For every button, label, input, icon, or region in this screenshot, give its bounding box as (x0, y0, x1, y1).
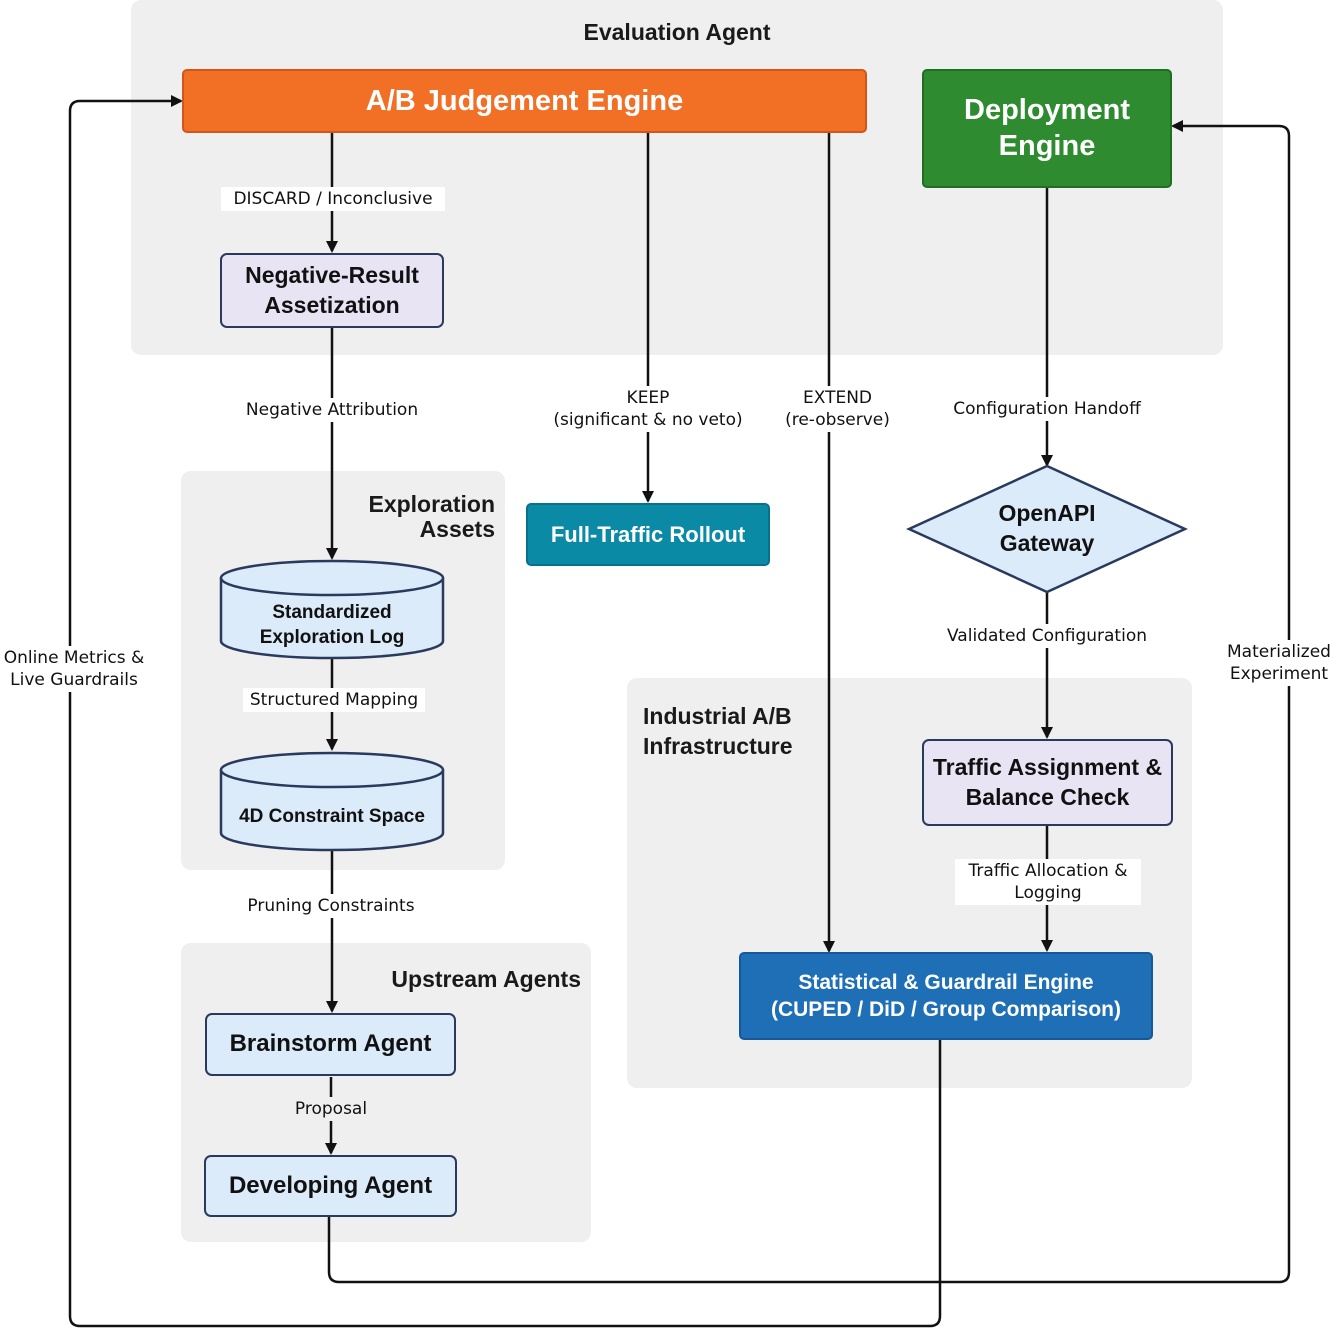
exploration-log-label: Standardized Exploration Log (259, 602, 405, 649)
cylinder-exploration-log (219, 559, 445, 660)
label-negative-attribution: Negative Attribution (236, 398, 428, 423)
group-title-exploration: Exploration Assets (368, 491, 495, 543)
negative-result-assetization[interactable]: Negative-Result Assetization (220, 253, 444, 328)
group-title-industrial: Industrial A/B Infrastructure (643, 703, 793, 759)
label-online-metrics: Online Metrics & Live Guardrails (0, 646, 148, 693)
statistical-guardrail-engine[interactable]: Statistical & Guardrail Engine (CUPED / … (739, 952, 1153, 1040)
group-title-upstream: Upstream Agents (391, 966, 581, 992)
label-discard: DISCARD / Inconclusive (221, 187, 445, 212)
brainstorm-agent[interactable]: Brainstorm Agent (205, 1013, 456, 1076)
group-title-evaluation: Evaluation Agent (583, 19, 771, 45)
constraint-space-label: 4D Constraint Space (239, 806, 425, 827)
label-traffic-allocation: Traffic Allocation & Logging (955, 859, 1141, 906)
label-structured-mapping: Structured Mapping (243, 688, 425, 713)
openapi-gateway-diamond (905, 464, 1189, 594)
edge-materialized (327, 120, 1291, 1284)
label-validated-config: Validated Configuration (940, 624, 1154, 649)
openapi-gateway-label: OpenAPI Gateway (998, 500, 1096, 556)
label-proposal: Proposal (290, 1097, 372, 1122)
label-config-handoff: Configuration Handoff (944, 397, 1150, 422)
ab-judgement-engine[interactable]: A/B Judgement Engine (182, 69, 867, 133)
developing-agent[interactable]: Developing Agent (204, 1155, 457, 1217)
full-traffic-rollout[interactable]: Full-Traffic Rollout (526, 503, 770, 566)
deployment-engine[interactable]: Deployment Engine (922, 69, 1172, 188)
label-materialized: Materialized Experiment (1222, 640, 1336, 687)
traffic-assignment-balance-check[interactable]: Traffic Assignment & Balance Check (922, 739, 1173, 826)
label-pruning: Pruning Constraints (243, 894, 419, 919)
label-keep: KEEP (significant & no veto) (548, 386, 748, 433)
label-extend: EXTEND (re-observe) (780, 386, 895, 433)
edge-online-metrics (68, 95, 942, 1328)
cylinder-constraint-space (219, 751, 445, 852)
